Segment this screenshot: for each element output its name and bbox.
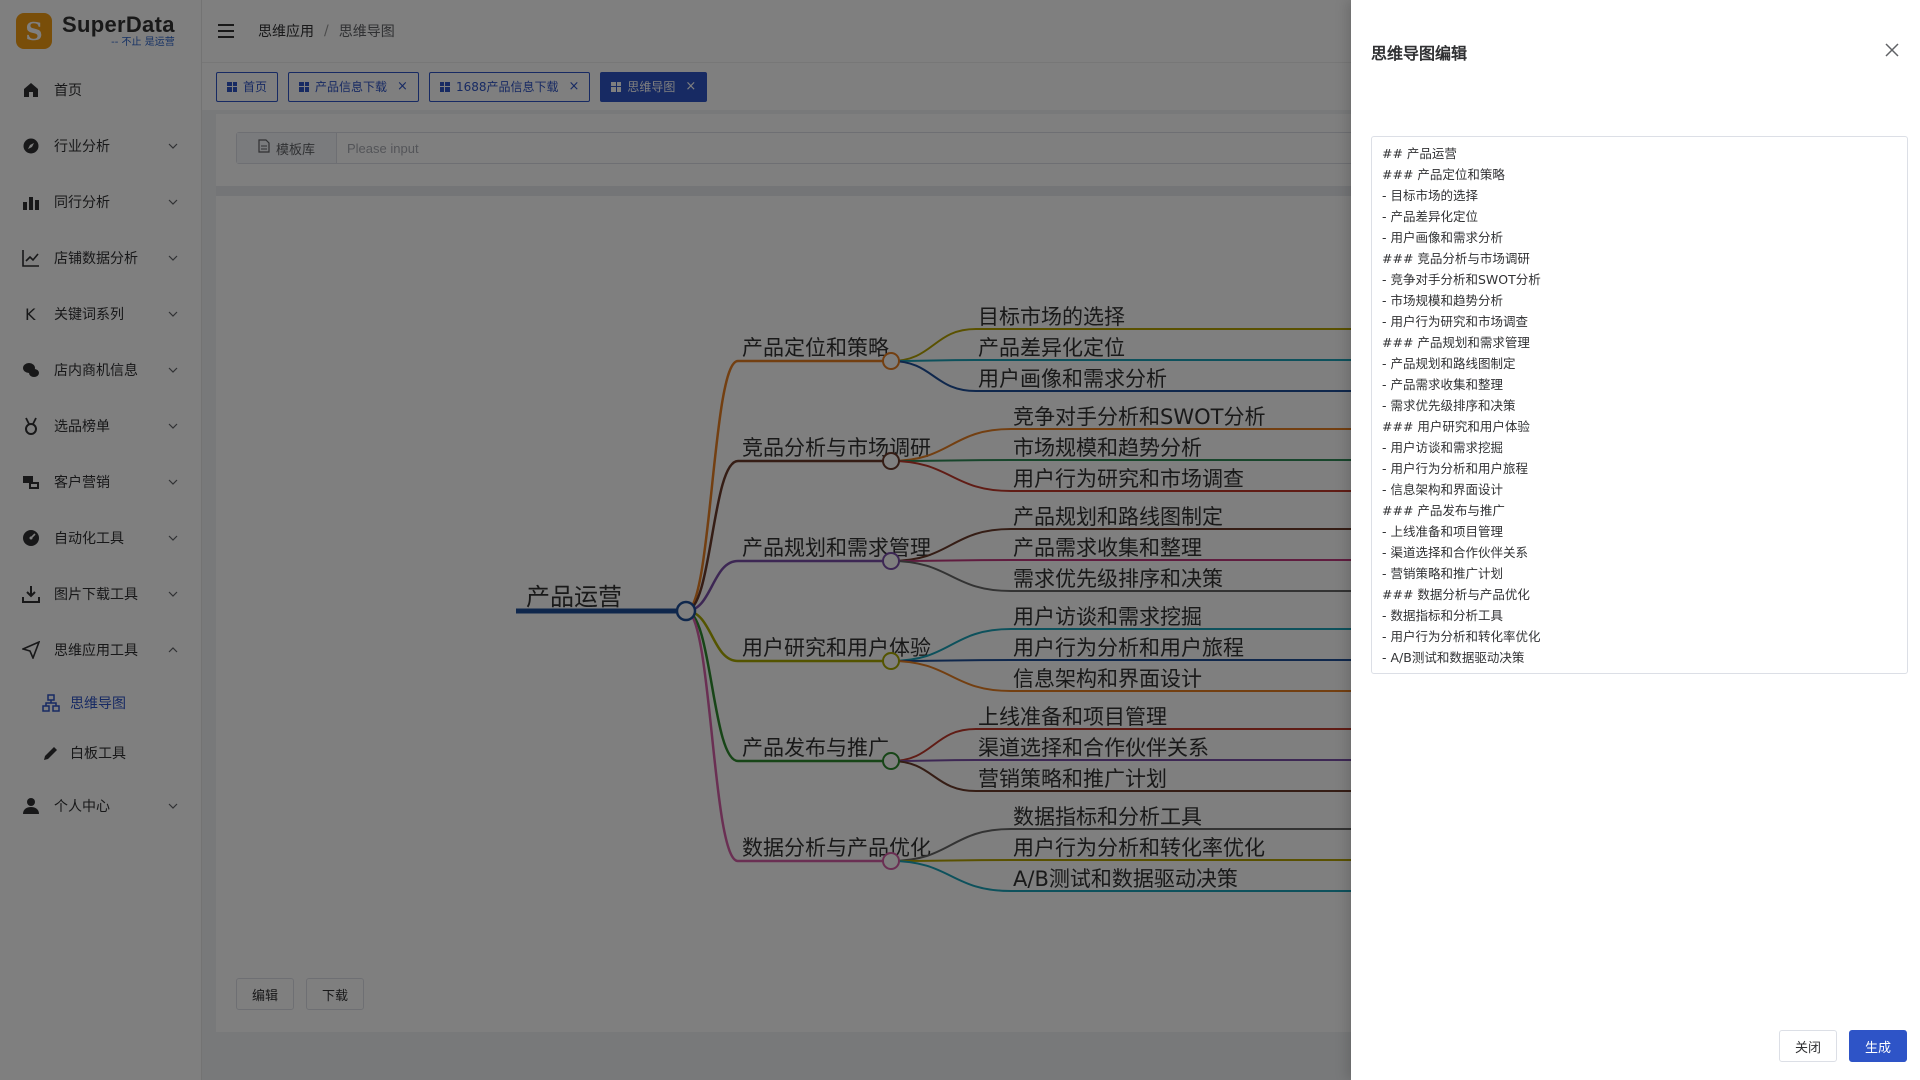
editor-line: - 用户行为分析和转化率优化 bbox=[1382, 629, 1541, 644]
editor-line: - 竞争对手分析和SWOT分析 bbox=[1382, 272, 1541, 287]
editor-line: - 用户行为分析和用户旅程 bbox=[1382, 461, 1528, 476]
editor-line: - 市场规模和趋势分析 bbox=[1382, 293, 1503, 308]
generate-button[interactable]: 生成 bbox=[1848, 1030, 1907, 1062]
editor-line: ## 产品运营 bbox=[1382, 146, 1457, 161]
editor-line: ### 产品定位和策略 bbox=[1382, 167, 1505, 182]
mindmap-edit-drawer: 思维导图编辑 ## 产品运营 ### 产品定位和策略 - 目标市场的选择 - 产品差异… bbox=[1351, 0, 1920, 1080]
editor-line: - A/B测试和数据驱动决策 bbox=[1382, 650, 1525, 665]
editor-line: - 产品差异化定位 bbox=[1382, 209, 1478, 224]
editor-line: ### 产品发布与推广 bbox=[1382, 503, 1505, 518]
editor-line: - 营销策略和推广计划 bbox=[1382, 566, 1503, 581]
editor-line: - 数据指标和分析工具 bbox=[1382, 608, 1503, 623]
editor-line: ### 产品规划和需求管理 bbox=[1382, 335, 1530, 350]
editor-line: - 渠道选择和合作伙伴关系 bbox=[1382, 545, 1528, 560]
editor-line: - 用户访谈和需求挖掘 bbox=[1382, 440, 1503, 455]
editor-line: ### 竞品分析与市场调研 bbox=[1382, 251, 1530, 266]
drawer-title: 思维导图编辑 bbox=[1371, 44, 1468, 63]
editor-line: - 产品规划和路线图制定 bbox=[1382, 356, 1516, 371]
editor-line: - 产品需求收集和整理 bbox=[1382, 377, 1503, 392]
editor-line: - 用户行为研究和市场调查 bbox=[1382, 314, 1528, 329]
editor-line: - 信息架构和界面设计 bbox=[1382, 482, 1503, 497]
editor-line: ### 用户研究和用户体验 bbox=[1382, 419, 1530, 434]
drawer-close-button[interactable]: 关闭 bbox=[1778, 1030, 1837, 1062]
editor-line: - 需求优先级排序和决策 bbox=[1382, 398, 1516, 413]
editor-line: - 用户画像和需求分析 bbox=[1382, 230, 1503, 245]
close-icon[interactable] bbox=[1882, 40, 1902, 60]
markdown-editor[interactable]: ## 产品运营 ### 产品定位和策略 - 目标市场的选择 - 产品差异化定位 - 用户… bbox=[1371, 136, 1908, 674]
editor-line: - 上线准备和项目管理 bbox=[1382, 524, 1503, 539]
editor-line: ### 数据分析与产品优化 bbox=[1382, 587, 1530, 602]
editor-line: - 目标市场的选择 bbox=[1382, 188, 1478, 203]
